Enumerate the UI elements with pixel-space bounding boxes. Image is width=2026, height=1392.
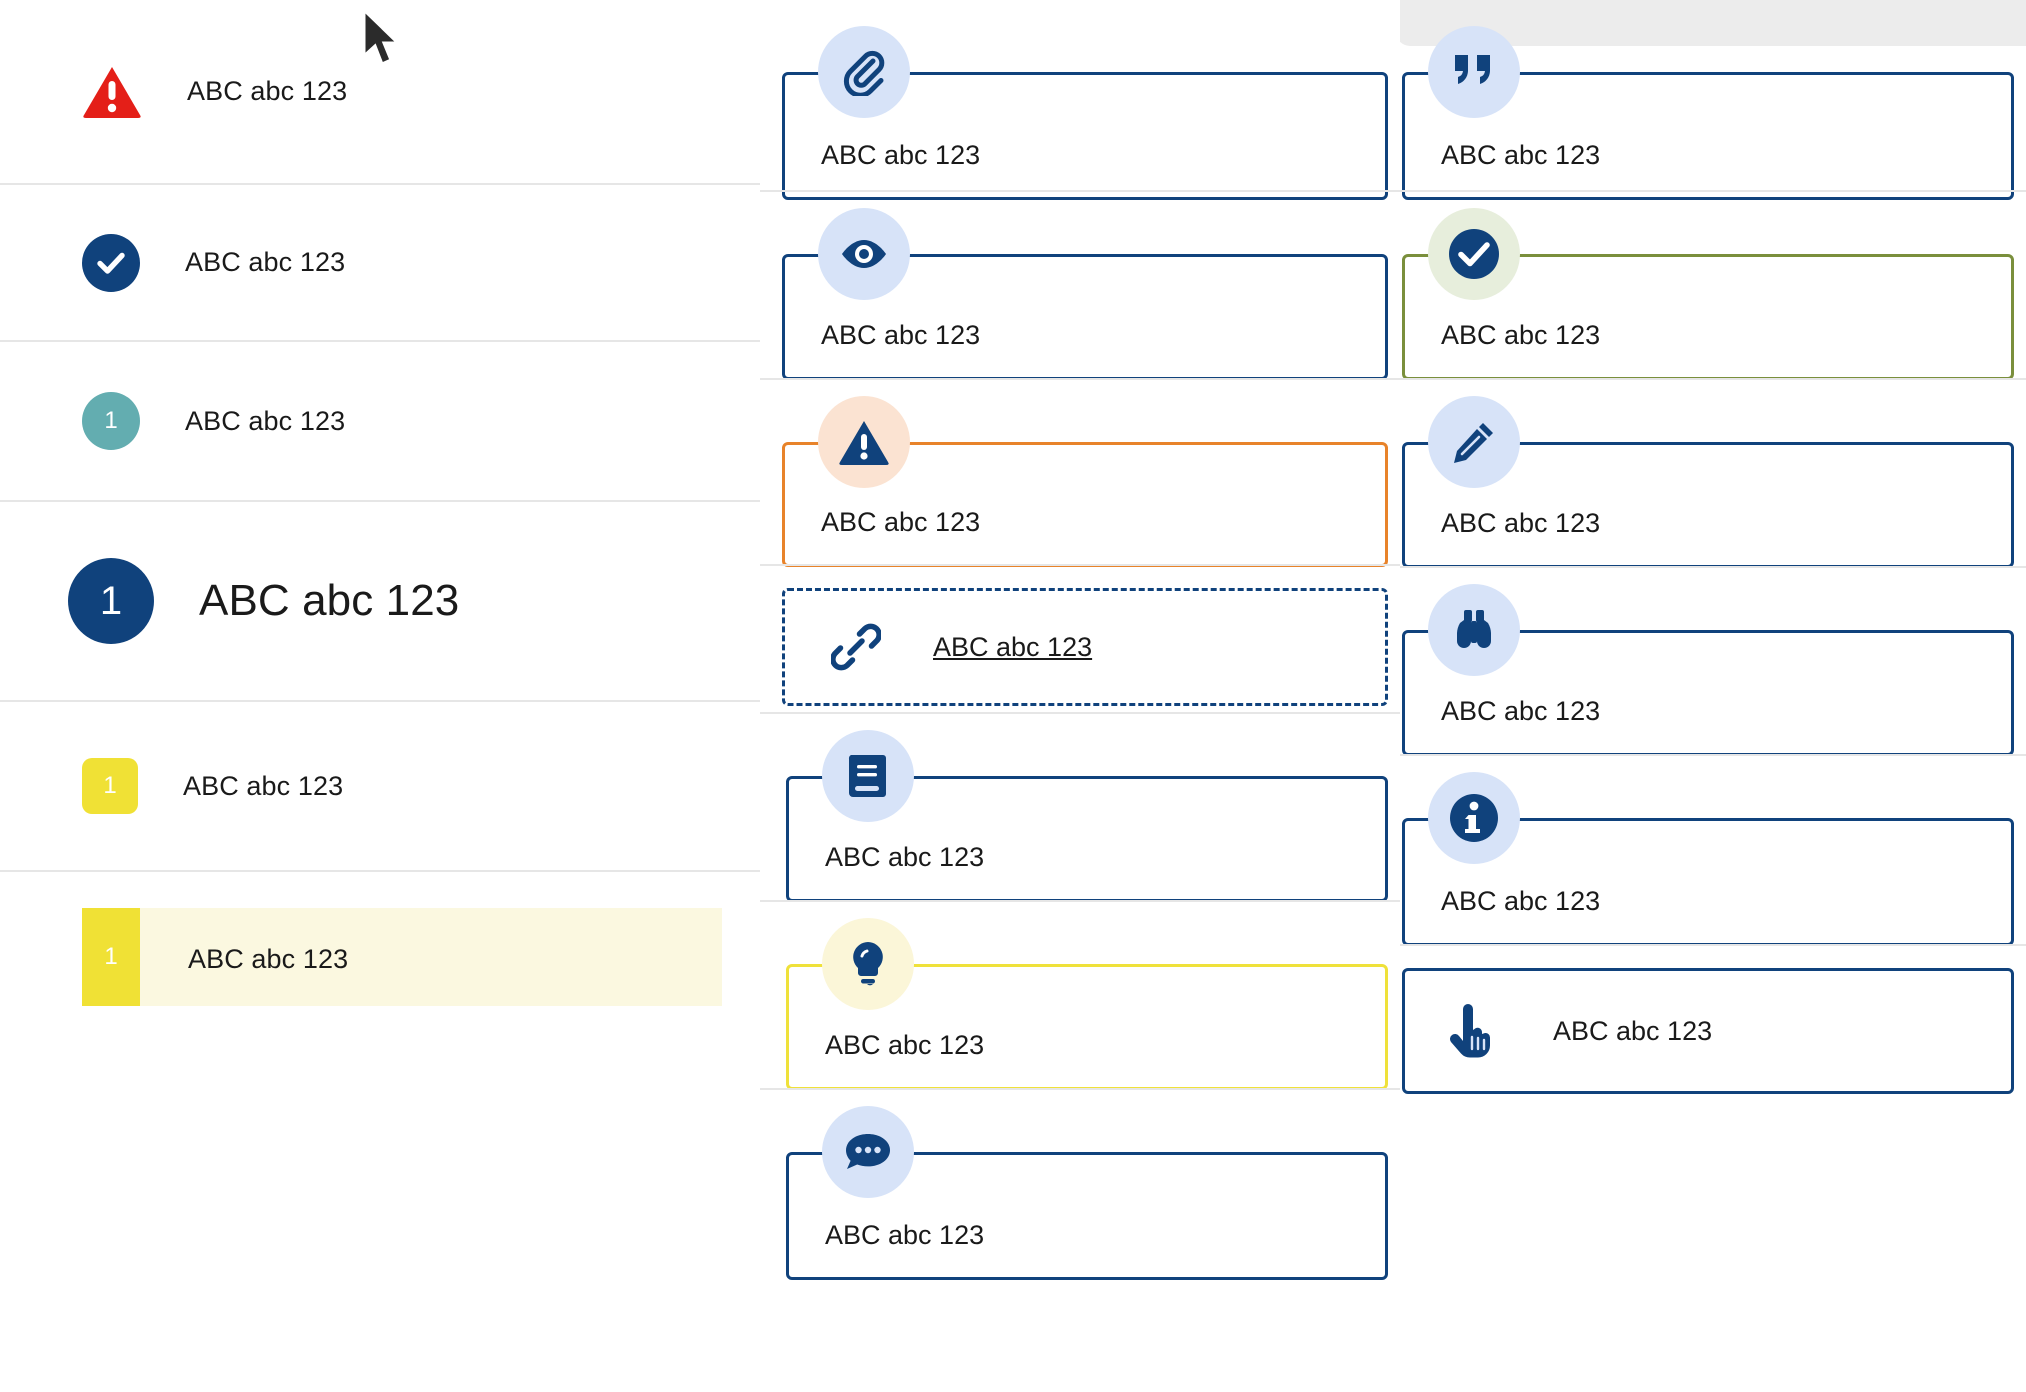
left-panel: ABC abc 123 ABC abc 123 1 ABC abc 123 1 … — [0, 0, 760, 1392]
badge-number: 1 — [104, 943, 118, 970]
check-circle-icon — [1428, 208, 1520, 300]
list-item-step-yellow-selected[interactable]: 1 ABC abc 123 — [0, 870, 760, 1040]
badge-number: 1 — [104, 407, 118, 434]
list-item-label: ABC abc 123 — [187, 76, 348, 106]
number-circle-teal-icon: 1 — [82, 392, 140, 450]
paperclip-icon — [818, 26, 910, 118]
card-label: ABC abc 123 — [1441, 696, 1601, 726]
list-item-label: ABC abc 123 — [185, 247, 346, 277]
number-square-yellow-selected-icon: 1 — [82, 908, 140, 1006]
card-slot: ABC abc 123 — [1400, 944, 2026, 1104]
card-label: ABC abc 123 — [821, 320, 981, 350]
quote-icon — [1428, 26, 1520, 118]
list-item-label: ABC abc 123 — [188, 944, 349, 974]
card-slot: ABC abc 123 — [760, 712, 1400, 902]
number-square-yellow-icon: 1 — [82, 758, 138, 814]
card-label: ABC abc 123 — [1441, 508, 1601, 538]
list-item-step-primary[interactable]: 1 ABC abc 123 — [0, 500, 760, 700]
list-item-success[interactable]: ABC abc 123 — [0, 183, 760, 340]
card-label: ABC abc 123 — [825, 1220, 985, 1250]
card-slot: ABC abc 123 — [1400, 566, 2026, 756]
card-label: ABC abc 123 — [1441, 320, 1601, 350]
check-circle-icon — [82, 233, 140, 292]
list-item-label: ABC abc 123 — [185, 405, 346, 436]
card-label: ABC abc 123 — [821, 140, 981, 170]
card-label: ABC abc 123 — [825, 842, 985, 872]
card-slot: ABC abc 123 — [1400, 378, 2026, 568]
card-slot: ABC abc 123 — [1400, 0, 2026, 200]
speech-bubble-icon — [822, 1106, 914, 1198]
card-slot: ABC abc 123 — [760, 378, 1400, 567]
list-item-label: ABC abc 123 — [183, 770, 344, 801]
list-item-step-teal[interactable]: 1 ABC abc 123 — [0, 340, 760, 500]
list-item-step-yellow[interactable]: 1 ABC abc 123 — [0, 700, 760, 870]
warning-triangle-icon — [818, 396, 910, 488]
middle-column: ABC abc 123 ABC abc 123 — [760, 0, 1400, 1280]
card-slot: ABC abc 123 — [760, 0, 1400, 200]
link-card[interactable]: ABC abc 123 — [782, 588, 1388, 706]
number-circle-navy-icon: 1 — [68, 558, 154, 644]
list-item-label-large: ABC abc 123 — [199, 576, 460, 625]
right-column: ABC abc 123 ABC abc 123 — [1400, 0, 2026, 1104]
card-label: ABC abc 123 — [1441, 140, 1601, 170]
card-slot: ABC abc 123 — [760, 1088, 1400, 1280]
pointing-hand-icon — [1445, 1003, 1497, 1059]
badge-number: 1 — [103, 772, 117, 799]
warning-triangle-icon — [82, 65, 142, 119]
action-card[interactable]: ABC abc 123 — [1402, 968, 2014, 1094]
card-slot: ABC abc 123 — [760, 190, 1400, 380]
card-label: ABC abc 123 — [825, 1030, 985, 1060]
book-icon — [822, 730, 914, 822]
eye-icon — [818, 208, 910, 300]
pencil-icon — [1428, 396, 1520, 488]
card-label[interactable]: ABC abc 123 — [933, 631, 1093, 662]
selected-row-highlight — [82, 908, 722, 1006]
list-item-warning[interactable]: ABC abc 123 — [0, 0, 760, 183]
note-card[interactable]: ABC abc 123 — [786, 776, 1388, 902]
card-slot: ABC abc 123 — [760, 900, 1400, 1090]
info-circle-icon — [1428, 772, 1520, 864]
binoculars-icon — [1428, 584, 1520, 676]
link-chain-icon — [831, 622, 881, 672]
mouse-cursor — [360, 6, 406, 75]
card-label: ABC abc 123 — [1553, 1015, 1713, 1046]
card-slot: ABC abc 123 — [1400, 190, 2026, 380]
card-slot: ABC abc 123 — [1400, 754, 2026, 946]
card-slot: ABC abc 123 — [760, 564, 1400, 712]
notch-gap — [1380, 0, 1400, 46]
card-label: ABC abc 123 — [821, 507, 981, 537]
card-label: ABC abc 123 — [1441, 886, 1601, 916]
lightbulb-icon — [822, 918, 914, 1010]
badge-number: 1 — [99, 578, 123, 623]
